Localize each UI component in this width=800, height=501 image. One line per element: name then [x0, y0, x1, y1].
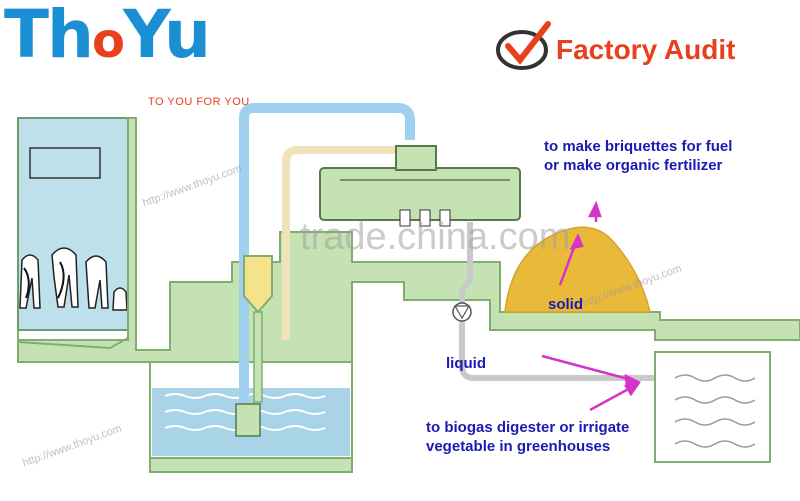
drain-channel	[17, 337, 129, 350]
brand-tagline: TO YOU FOR YOU	[148, 96, 250, 108]
liquid-storage-tank	[654, 351, 771, 463]
check-valve-icon	[452, 302, 472, 322]
mixing-tank	[243, 255, 273, 314]
liquid-pipe	[459, 222, 655, 381]
submersible-pump	[235, 403, 261, 437]
pointer-arrows	[541, 200, 642, 412]
screw-press-separator	[319, 145, 521, 227]
checkmark-badge-icon	[496, 21, 551, 70]
solid-label: solid	[548, 296, 584, 313]
thoyu-logo: ThoYu	[4, 0, 211, 73]
factory-audit-label: Factory Audit	[556, 34, 736, 65]
feed-pipe	[239, 103, 415, 420]
trade-china-watermark: trade.china.com	[300, 216, 571, 258]
shed-window	[29, 147, 101, 179]
return-pipe	[282, 146, 398, 340]
tank-waves	[674, 374, 756, 448]
solid-pile	[504, 226, 651, 313]
mixer-shaft	[253, 311, 263, 403]
cows-icon	[19, 247, 128, 311]
liquid-label: liquid	[446, 355, 486, 372]
